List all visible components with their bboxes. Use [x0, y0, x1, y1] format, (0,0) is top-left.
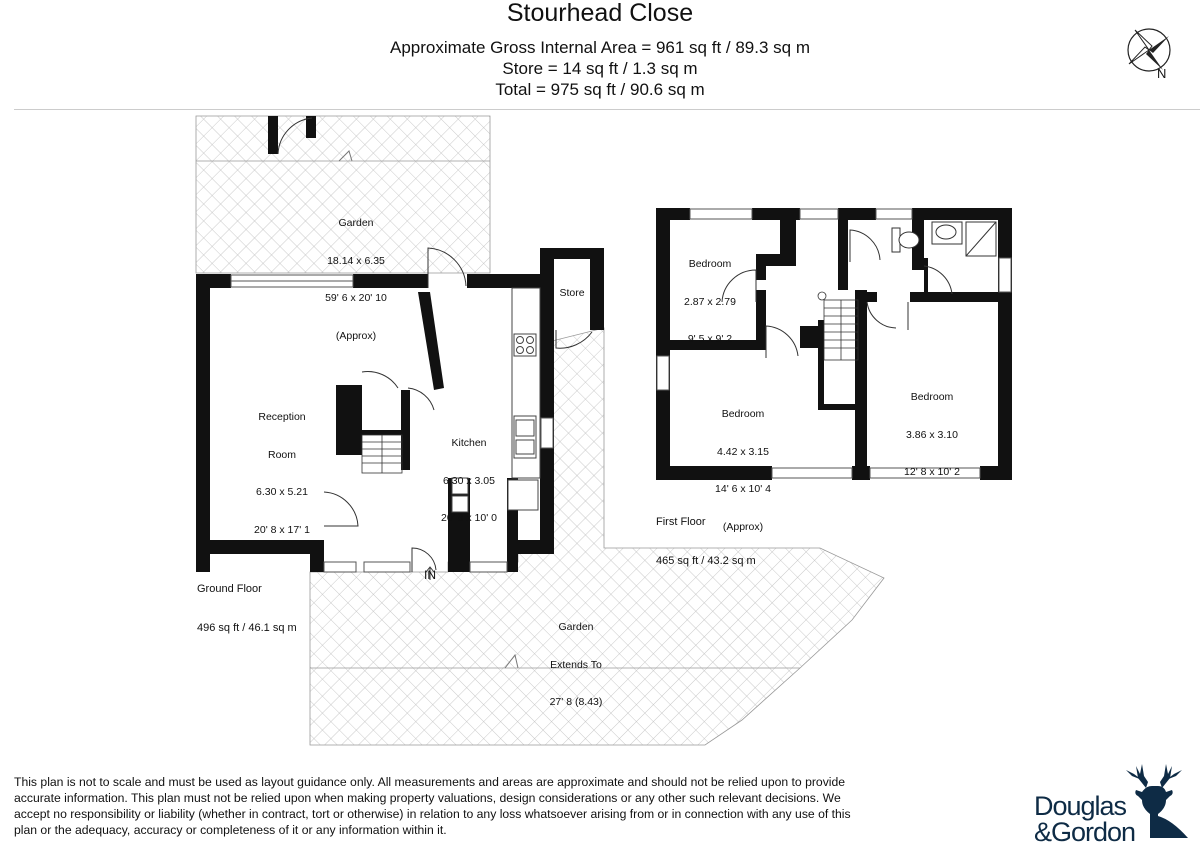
room-name-2: Room [267, 448, 296, 461]
store-area-line: Store = 14 sq ft / 1.3 sq m [502, 59, 698, 78]
room-dimension-metric: 6.30 x 5.21 [256, 486, 308, 498]
ground-floor-label: Ground Floor 496 sq ft / 46.1 sq m [197, 557, 297, 648]
room-note: (Approx) [335, 329, 377, 342]
bedroom-small-label: Bedroom 2.87 x 2.79 9' 5 x 9' 2 [650, 233, 770, 358]
floor-name: Ground Floor [197, 583, 262, 595]
ground-floor-stairs [361, 434, 403, 474]
ground-floor-walls [196, 248, 604, 572]
floor-area: 496 sq ft / 46.1 sq m [197, 622, 297, 634]
room-dimension: 27' 8 (8.43) [549, 696, 603, 708]
room-dimension-metric: 18.14 x 6.35 [327, 254, 385, 267]
room-name: Bedroom [688, 258, 732, 270]
room-name: Reception [258, 411, 306, 423]
garden-rear-area [195, 115, 491, 274]
store-label: Store [559, 287, 585, 299]
reception-room-label: Reception Room 6.30 x 5.21 20' 8 x 17' 1 [222, 386, 342, 549]
room-dimension-imperial: 59' 6 x 20' 10 [325, 292, 387, 304]
room-dimension-imperial: 20' 8 x 17' 1 [254, 523, 310, 536]
plan-title: Stourhead Close [506, 0, 694, 27]
brand-line-2: &Gordon [1034, 817, 1136, 847]
total-area-line: Total = 975 sq ft / 90.6 sq m [495, 80, 705, 99]
room-dimension-metric: 4.42 x 3.15 [717, 445, 769, 458]
floor-area: 465 sq ft / 43.2 sq m [656, 555, 756, 567]
gross-area-line: Approximate Gross Internal Area = 961 sq… [389, 38, 811, 57]
ground-floor-windows [230, 274, 554, 573]
compass-north-label: N [1157, 66, 1167, 81]
brand-wordmark: Douglas &Gordon [1034, 791, 1136, 847]
room-note: (Approx) [722, 520, 764, 533]
first-floor-doors [721, 229, 953, 358]
room-dimension-imperial: 9' 5 x 9' 2 [687, 333, 733, 345]
first-floor-stairs [817, 291, 859, 361]
room-dimension-imperial: 20' 8 x 10' 0 [441, 512, 497, 524]
stag-logo-icon [1126, 764, 1188, 838]
disclaimer-text: This plan is not to scale and must be us… [14, 775, 851, 837]
room-name: Garden [338, 217, 374, 229]
garden-gate [268, 116, 316, 155]
ground-floor-doors [323, 247, 593, 572]
brand-line-1: Douglas [1034, 791, 1127, 821]
entrance-label: IN [424, 568, 436, 582]
floor-plan-drawing [195, 115, 1012, 746]
bedroom-main-label: Bedroom 4.42 x 3.15 14' 6 x 10' 4 (Appro… [683, 383, 803, 546]
room-dimension-imperial: 14' 6 x 10' 4 [715, 483, 771, 495]
room-dimension-metric: 3.86 x 3.10 [906, 428, 958, 441]
compass-rose-icon [1127, 28, 1171, 72]
first-floor-windows [656, 208, 1012, 479]
room-name: Bedroom [910, 391, 954, 403]
garden-rear-label: Garden 18.14 x 6.35 59' 6 x 20' 10 (Appr… [296, 192, 416, 355]
room-dimension-metric: 6.30 x 3.05 [443, 474, 495, 487]
header-divider [14, 109, 1200, 110]
kitchen-label: Kitchen 6.30 x 3.05 20' 8 x 10' 0 [409, 412, 529, 537]
bedroom-right-label: Bedroom 3.86 x 3.10 12' 8 x 10' 2 [872, 366, 992, 491]
garden-front-label: Garden Extends To 27' 8 (8.43) [516, 596, 636, 721]
entrance-arrow-icon [425, 566, 435, 580]
room-name-2: Extends To [550, 658, 602, 671]
kitchen-worktop [451, 287, 541, 513]
room-name: Kitchen [451, 437, 487, 449]
first-floor-label: First Floor 465 sq ft / 43.2 sq m [656, 490, 756, 581]
room-name: Garden [558, 621, 594, 633]
floor-name: First Floor [656, 516, 706, 528]
bathroom-fittings [891, 221, 997, 257]
room-dimension-metric: 2.87 x 2.79 [684, 295, 736, 308]
room-name: Bedroom [721, 408, 765, 420]
room-dimension-imperial: 12' 8 x 10' 2 [904, 466, 960, 478]
